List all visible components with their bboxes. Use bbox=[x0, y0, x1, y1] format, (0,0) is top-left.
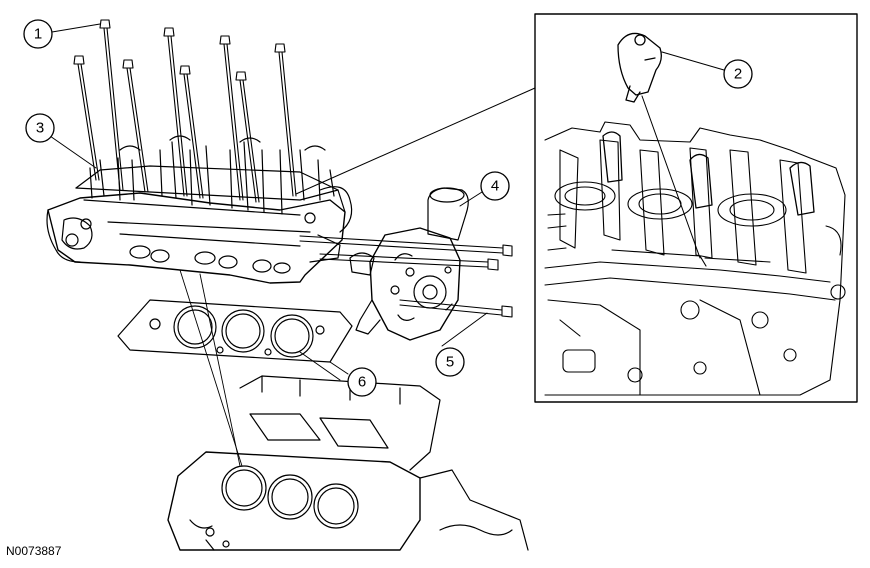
alignment-lines bbox=[179, 269, 243, 467]
detail-inset-panel bbox=[295, 13, 858, 403]
inset-cylinder-head-closeup bbox=[544, 121, 846, 396]
cylinder-head-assembly bbox=[46, 135, 353, 284]
head-bolts bbox=[51, 19, 297, 203]
callout-3: 3 bbox=[25, 113, 55, 143]
callout-2: 2 bbox=[723, 59, 753, 89]
callout-5-label: 5 bbox=[446, 354, 454, 371]
callout-1-label: 1 bbox=[34, 26, 42, 43]
callout-4: 4 bbox=[480, 171, 510, 201]
pump-bolts bbox=[299, 235, 513, 347]
callout-3-label: 3 bbox=[36, 120, 44, 137]
callout-6-label: 6 bbox=[358, 374, 366, 391]
callout-2-label: 2 bbox=[734, 66, 742, 83]
head-gasket bbox=[117, 299, 353, 381]
leader-lines bbox=[49, 51, 725, 375]
water-pump-assembly bbox=[349, 187, 469, 341]
roller-follower-part bbox=[617, 32, 701, 259]
engine-block bbox=[167, 375, 529, 551]
callout-4-label: 4 bbox=[491, 178, 499, 195]
figure-id-label: N0073887 bbox=[6, 544, 62, 558]
callout-6: 6 bbox=[347, 367, 377, 397]
callout-5: 5 bbox=[435, 347, 465, 377]
callout-1: 1 bbox=[23, 19, 53, 49]
